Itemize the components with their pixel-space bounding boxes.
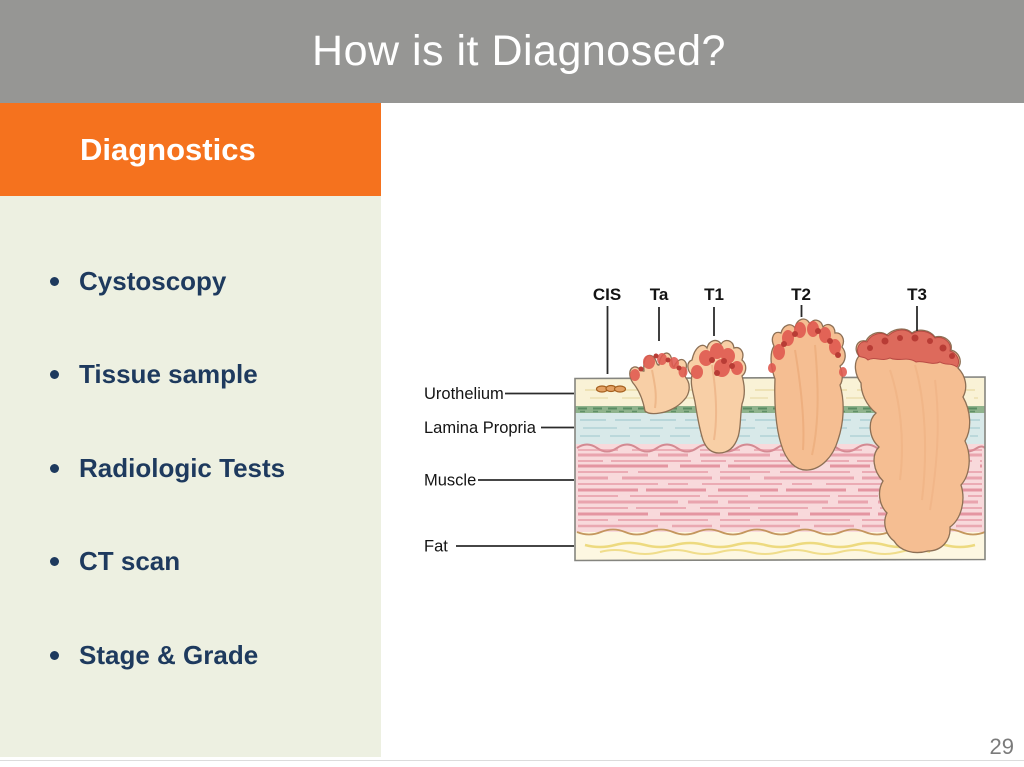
tumor-cis [595,384,627,393]
diagnostics-heading-box: Diagnostics [0,103,381,196]
pointer-lines [456,305,918,547]
slide-bottom-edge [0,760,1024,761]
bullet-label: Tissue sample [79,358,258,389]
stage-labels: CIS Ta T1 T2 T3 [593,285,927,304]
stage-label-t2: T2 [791,285,811,304]
stage-label-cis: CIS [593,285,621,304]
tumor-t1 [687,339,747,454]
list-item: Tissue sample [50,358,258,390]
bullet-dot-icon [50,463,59,473]
list-item: CT scan [50,545,180,577]
list-item: Stage & Grade [50,639,258,671]
page-number: 29 [989,734,1014,759]
layer-label-fat: Fat [424,538,448,556]
list-item: Radiologic Tests [50,452,285,484]
slide-title: How is it Diagnosed? [312,27,726,75]
bullet-dot-icon [50,369,59,379]
stage-label-t3: T3 [907,285,927,304]
stage-label-t1: T1 [704,285,724,304]
layer-labels: Urothelium Lamina Propria Muscle Fat [424,385,537,556]
tumor-t3 [854,328,971,554]
bladder-staging-diagram: CIS Ta T1 T2 T3 Urothelium Lamina Propri… [424,285,986,562]
slide-header-bar: How is it Diagnosed? [0,0,1024,103]
tumor-t2 [768,318,847,471]
bullet-dot-icon [50,650,59,660]
diagnostics-heading: Diagnostics [80,131,256,167]
bullet-label: Cystoscopy [79,265,227,296]
bullet-label: Stage & Grade [79,639,259,670]
bullet-dot-icon [50,556,59,566]
layer-label-muscle: Muscle [424,472,476,490]
stage-label-ta: Ta [650,285,669,304]
list-item: Cystoscopy [50,265,226,297]
tissue-block-outline [574,376,986,562]
bullet-dot-icon [50,276,59,286]
layer-label-urothelium: Urothelium [424,385,504,403]
tumor-ta [629,352,690,415]
sidebar-panel: Cystoscopy Tissue sample Radiologic Test… [0,196,381,757]
layer-label-lamina-propria: Lamina Propria [424,419,537,437]
bullet-label: CT scan [79,545,181,576]
bullet-label: Radiologic Tests [79,452,286,483]
